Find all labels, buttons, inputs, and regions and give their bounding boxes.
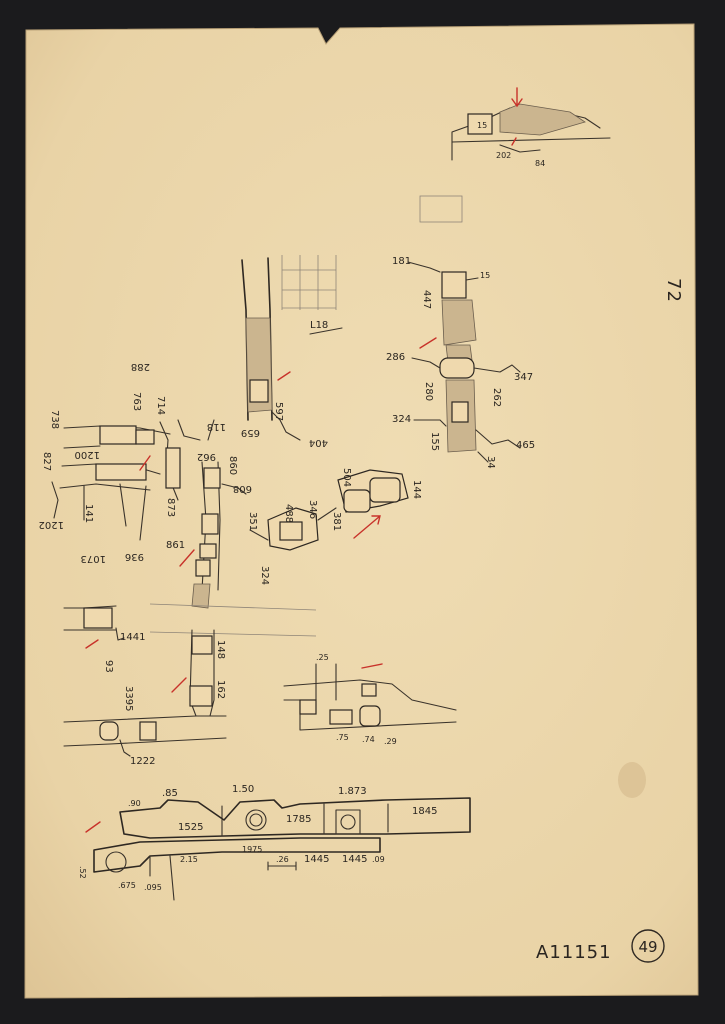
catalog-number: A11151 [536, 942, 612, 963]
faint-lines [149, 603, 317, 637]
label-1202: 1202 [39, 519, 64, 530]
label-1200: 1200 [75, 449, 100, 460]
section-label: L18 [310, 320, 328, 331]
label-347: 347 [514, 372, 533, 383]
bottom-strip-sketch [85, 797, 471, 901]
label-714: 714 [155, 396, 166, 415]
label-118: 118 [207, 421, 226, 432]
label-962: 962 [197, 451, 216, 462]
faint-box-sketch [419, 195, 463, 223]
label-288: 288 [131, 361, 150, 372]
label-1073: 1073 [81, 553, 106, 564]
label-1975: 1975 [242, 845, 262, 854]
label-1525: 1525 [178, 822, 203, 833]
label-1.50: 1.50 [232, 784, 254, 795]
label-141: 141 [83, 504, 94, 523]
label-.85: .85 [162, 788, 178, 799]
label-351: 351 [247, 512, 258, 531]
label-280: 280 [423, 382, 434, 401]
label-.095: .095 [144, 883, 162, 892]
label-381: 381 [331, 512, 342, 531]
label-155: 155 [429, 432, 440, 451]
top-right-profile-sketch [451, 87, 611, 161]
label-465: 465 [516, 440, 535, 451]
label-324-upper: 324 [392, 414, 411, 425]
label-2.15: 2.15 [180, 855, 198, 864]
label-.09: .09 [372, 855, 385, 864]
label-top-right-3: 15 [477, 121, 487, 130]
label-346: 346 [307, 500, 318, 519]
lower-center-sketch [283, 663, 457, 731]
label-827: 827 [41, 452, 52, 471]
label-1445-a: 1445 [304, 854, 329, 865]
label-608: 608 [233, 483, 252, 494]
label-1441: 1441 [120, 632, 145, 643]
label-488: 488 [283, 504, 294, 523]
label-15-upper: 15 [480, 271, 490, 280]
label-324-lower: 324 [259, 566, 270, 585]
label-1222: 1222 [130, 756, 155, 767]
label-93: 93 [103, 660, 114, 673]
label-162: 162 [215, 680, 226, 699]
label-262: 262 [491, 388, 502, 407]
label-.52: .52 [78, 866, 87, 879]
label-1845: 1845 [412, 806, 437, 817]
label-.29: .29 [384, 737, 397, 746]
label-1785: 1785 [286, 814, 311, 825]
label-763: 763 [131, 392, 142, 411]
label-597: 597 [273, 402, 284, 421]
sheet-number-circle [631, 929, 665, 963]
paper-stain [618, 762, 646, 798]
label-504: 504 [341, 468, 352, 487]
label-860: 860 [227, 456, 238, 475]
faint-grid-sketch [281, 255, 337, 310]
label-3395: 3395 [123, 686, 134, 711]
label-.25: .25 [316, 653, 329, 662]
label-181: 181 [392, 256, 411, 267]
center-column-sketch [241, 257, 301, 441]
label-.74: .74 [362, 735, 375, 744]
sheet-number: 49 [638, 938, 657, 956]
label-861: 861 [166, 540, 185, 551]
label-.675: .675 [118, 881, 136, 890]
corner-mark: 72 [663, 278, 684, 303]
upper-right-column-sketch [407, 261, 521, 463]
label-144: 144 [411, 480, 422, 499]
label-.26: .26 [276, 855, 289, 864]
mid-stones-sketch [249, 469, 409, 551]
label-404: 404 [309, 437, 328, 448]
label-148: 148 [215, 640, 226, 659]
label-936: 936 [125, 551, 144, 562]
label-659: 659 [241, 427, 260, 438]
label-1.873: 1.873 [338, 786, 367, 797]
left-cluster-sketch [51, 419, 215, 541]
section-label-underline [309, 327, 343, 335]
label-top-right-1: 202 [496, 151, 511, 160]
label-447: 447 [421, 290, 432, 309]
center-vertical-column-sketch [179, 461, 247, 609]
label-1445-b: 1445 [342, 854, 367, 865]
label-.75: .75 [336, 733, 349, 742]
label-873: 873 [165, 498, 176, 517]
label-top-right-2: 84 [535, 159, 545, 168]
label-738: 738 [49, 410, 60, 429]
label-.90: .90 [128, 799, 141, 808]
label-286: 286 [386, 352, 405, 363]
label-34: 34 [485, 456, 496, 469]
lower-left-sketch [63, 605, 227, 757]
